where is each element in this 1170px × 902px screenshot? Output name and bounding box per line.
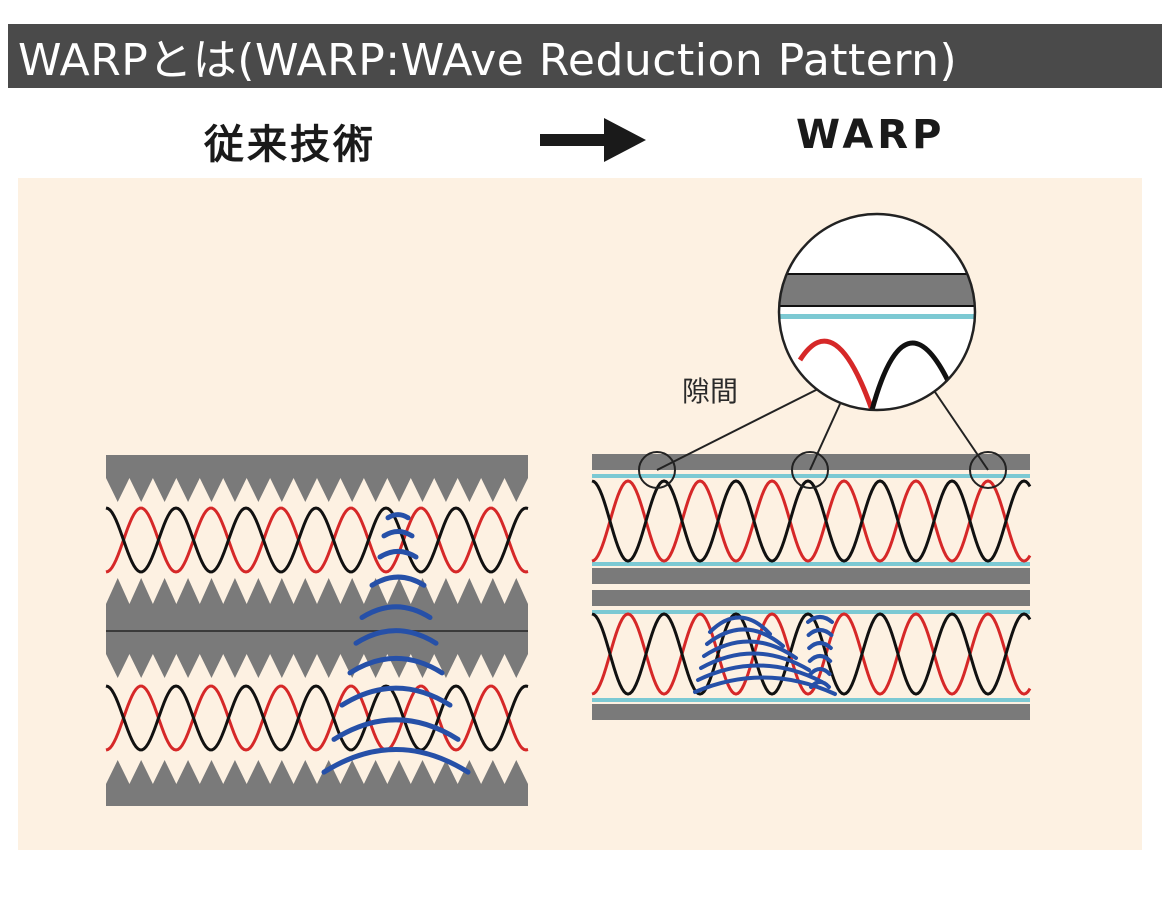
warp-wave-small-0	[806, 615, 834, 624]
warp-plate-3	[592, 704, 1030, 720]
warp-wave-5	[693, 675, 837, 696]
plate-bottom	[106, 760, 528, 806]
warp-plate-2	[592, 590, 1030, 606]
wave-arc-0	[385, 512, 411, 521]
warp-wave-small-2	[807, 641, 833, 650]
warp-diagram-right	[591, 451, 1032, 720]
stripe-3	[592, 698, 1030, 702]
stripe-0	[592, 474, 1030, 478]
conventional-label: 従来技術	[204, 122, 376, 168]
page-title: WARPとは(WARP:WAve Reduction Pattern)	[18, 35, 958, 86]
wire-red-1	[105, 684, 529, 752]
warp-wave-small-5	[809, 680, 831, 689]
leader-line-0	[656, 387, 821, 471]
wire-black-1	[105, 684, 529, 752]
gap-marker-0	[638, 451, 676, 489]
wire-red-0	[105, 506, 529, 574]
warp-wave-small-1	[806, 628, 834, 637]
zoom-circle-bg	[779, 214, 975, 410]
right-arrow-icon	[540, 118, 646, 162]
warp-wave-small-4	[808, 667, 832, 676]
wave-arc-1	[381, 529, 415, 539]
stripe-1	[592, 562, 1030, 566]
zoom-content	[779, 273, 975, 410]
title-bar: WARPとは(WARP:WAve Reduction Pattern)	[8, 24, 1162, 88]
warp-wave-3	[699, 651, 811, 672]
wave-arc-5	[353, 628, 439, 646]
warp-wave-1	[705, 627, 785, 648]
warp-wave-small-3	[807, 654, 833, 663]
wave-arc-7	[339, 685, 453, 708]
gap-marker-2	[969, 451, 1007, 489]
wire-black-0	[105, 506, 529, 574]
warp-wave-2	[702, 639, 798, 660]
plate-middle	[106, 578, 528, 678]
stripe-2	[592, 610, 1030, 614]
leader-line-1	[809, 403, 841, 471]
zoom-plate	[779, 274, 975, 306]
gap-label: 隙間	[682, 375, 739, 408]
wave-arc-8	[331, 717, 461, 742]
plate-top	[106, 455, 528, 502]
warp-wire-red-0	[591, 479, 1032, 563]
wave-arc-6	[347, 656, 445, 676]
conventional-diagram	[105, 455, 529, 806]
warp-wire-black-0	[591, 479, 1032, 563]
wave-arc-4	[359, 604, 433, 621]
warp-plate-1	[592, 568, 1030, 584]
wave-arc-3	[369, 574, 427, 588]
zoom-callout	[656, 212, 989, 471]
wave-arc-2	[377, 548, 419, 560]
zoom-wire-red	[797, 338, 875, 410]
leader-line-2	[934, 391, 989, 471]
warp-wave-0	[708, 615, 772, 636]
zoom-stripe	[779, 314, 975, 319]
warp-wire-black-1	[591, 612, 1032, 696]
zoom-circle-outline	[777, 212, 977, 412]
warp-label: WARP	[796, 112, 946, 158]
warp-plate-0	[592, 454, 1030, 470]
zoom-wire-black	[869, 340, 953, 410]
wave-arc-9	[321, 747, 471, 775]
gap-marker-1	[791, 451, 829, 489]
warp-wire-red-1	[591, 612, 1032, 696]
warp-wave-4	[696, 663, 824, 684]
